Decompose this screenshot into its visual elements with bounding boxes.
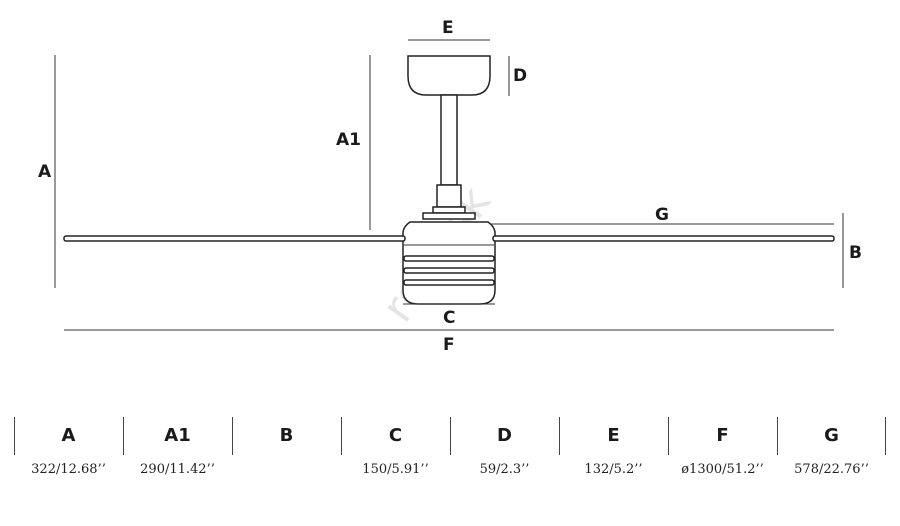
table-column-e: E 132/5.2’’: [559, 417, 668, 487]
table-column-b: B: [232, 417, 341, 487]
table-separator: [123, 417, 124, 455]
fan-motor-housing: [402, 221, 496, 305]
housing-stripe-3: [403, 279, 495, 286]
table-header: E: [607, 425, 620, 446]
table-separator: [14, 417, 15, 455]
dimension-label-c: C: [443, 308, 455, 328]
table-value: 150/5.91’’: [362, 462, 429, 477]
dimension-label-a: A: [38, 162, 52, 182]
table-header: F: [716, 425, 729, 446]
table-header: C: [388, 425, 403, 446]
table-column-c: C 150/5.91’’: [341, 417, 450, 487]
dimension-label-a1: A1: [336, 130, 361, 150]
dimension-label-b: B: [849, 243, 862, 263]
ceiling-fan-diagram: rent.sk A A1 E D G B C F: [38, 18, 862, 355]
table-value: 59/2.3’’: [479, 462, 530, 477]
table-value: 578/22.76’’: [794, 462, 869, 477]
table-column-d: D 59/2.3’’: [450, 417, 559, 487]
fan-canopy: [407, 55, 491, 96]
table-column-a1: A1 290/11.42’’: [123, 417, 232, 487]
table-separator: [559, 417, 560, 455]
dimension-label-g: G: [655, 205, 669, 225]
fan-blade-right: [492, 235, 835, 242]
table-column-f: F ø1300/51.2’’: [668, 417, 777, 487]
dimension-label-e: E: [442, 18, 454, 38]
table-value: 290/11.42’’: [140, 462, 215, 477]
fan-collar-lower: [422, 212, 476, 220]
table-value: ø1300/51.2’’: [681, 462, 764, 477]
table-separator: [341, 417, 342, 455]
housing-stripe-1: [403, 255, 495, 262]
table-separator: [668, 417, 669, 455]
fan-coupler: [436, 184, 462, 208]
fan-collar: [432, 206, 466, 214]
table-value: 132/5.2’’: [584, 462, 643, 477]
table-separator: [777, 417, 778, 455]
table-column-a: A 322/12.68’’: [14, 417, 123, 487]
housing-stripe-2: [403, 267, 495, 274]
dimension-table: A 322/12.68’’ A1 290/11.42’’ B C 150/5.9…: [14, 417, 886, 487]
table-separator: [450, 417, 451, 455]
dimension-label-d: D: [513, 66, 527, 86]
dimension-label-f: F: [443, 335, 455, 355]
fan-downrod: [440, 94, 458, 186]
table-header: B: [279, 425, 294, 446]
table-header: A: [61, 425, 76, 446]
table-header: D: [497, 425, 512, 446]
table-separator: [885, 417, 886, 455]
fan-blade-left: [63, 235, 406, 242]
table-header: G: [824, 425, 839, 446]
table-header: A1: [164, 425, 191, 446]
table-column-g: G 578/22.76’’: [777, 417, 886, 487]
table-separator: [232, 417, 233, 455]
table-value: 322/12.68’’: [31, 462, 106, 477]
